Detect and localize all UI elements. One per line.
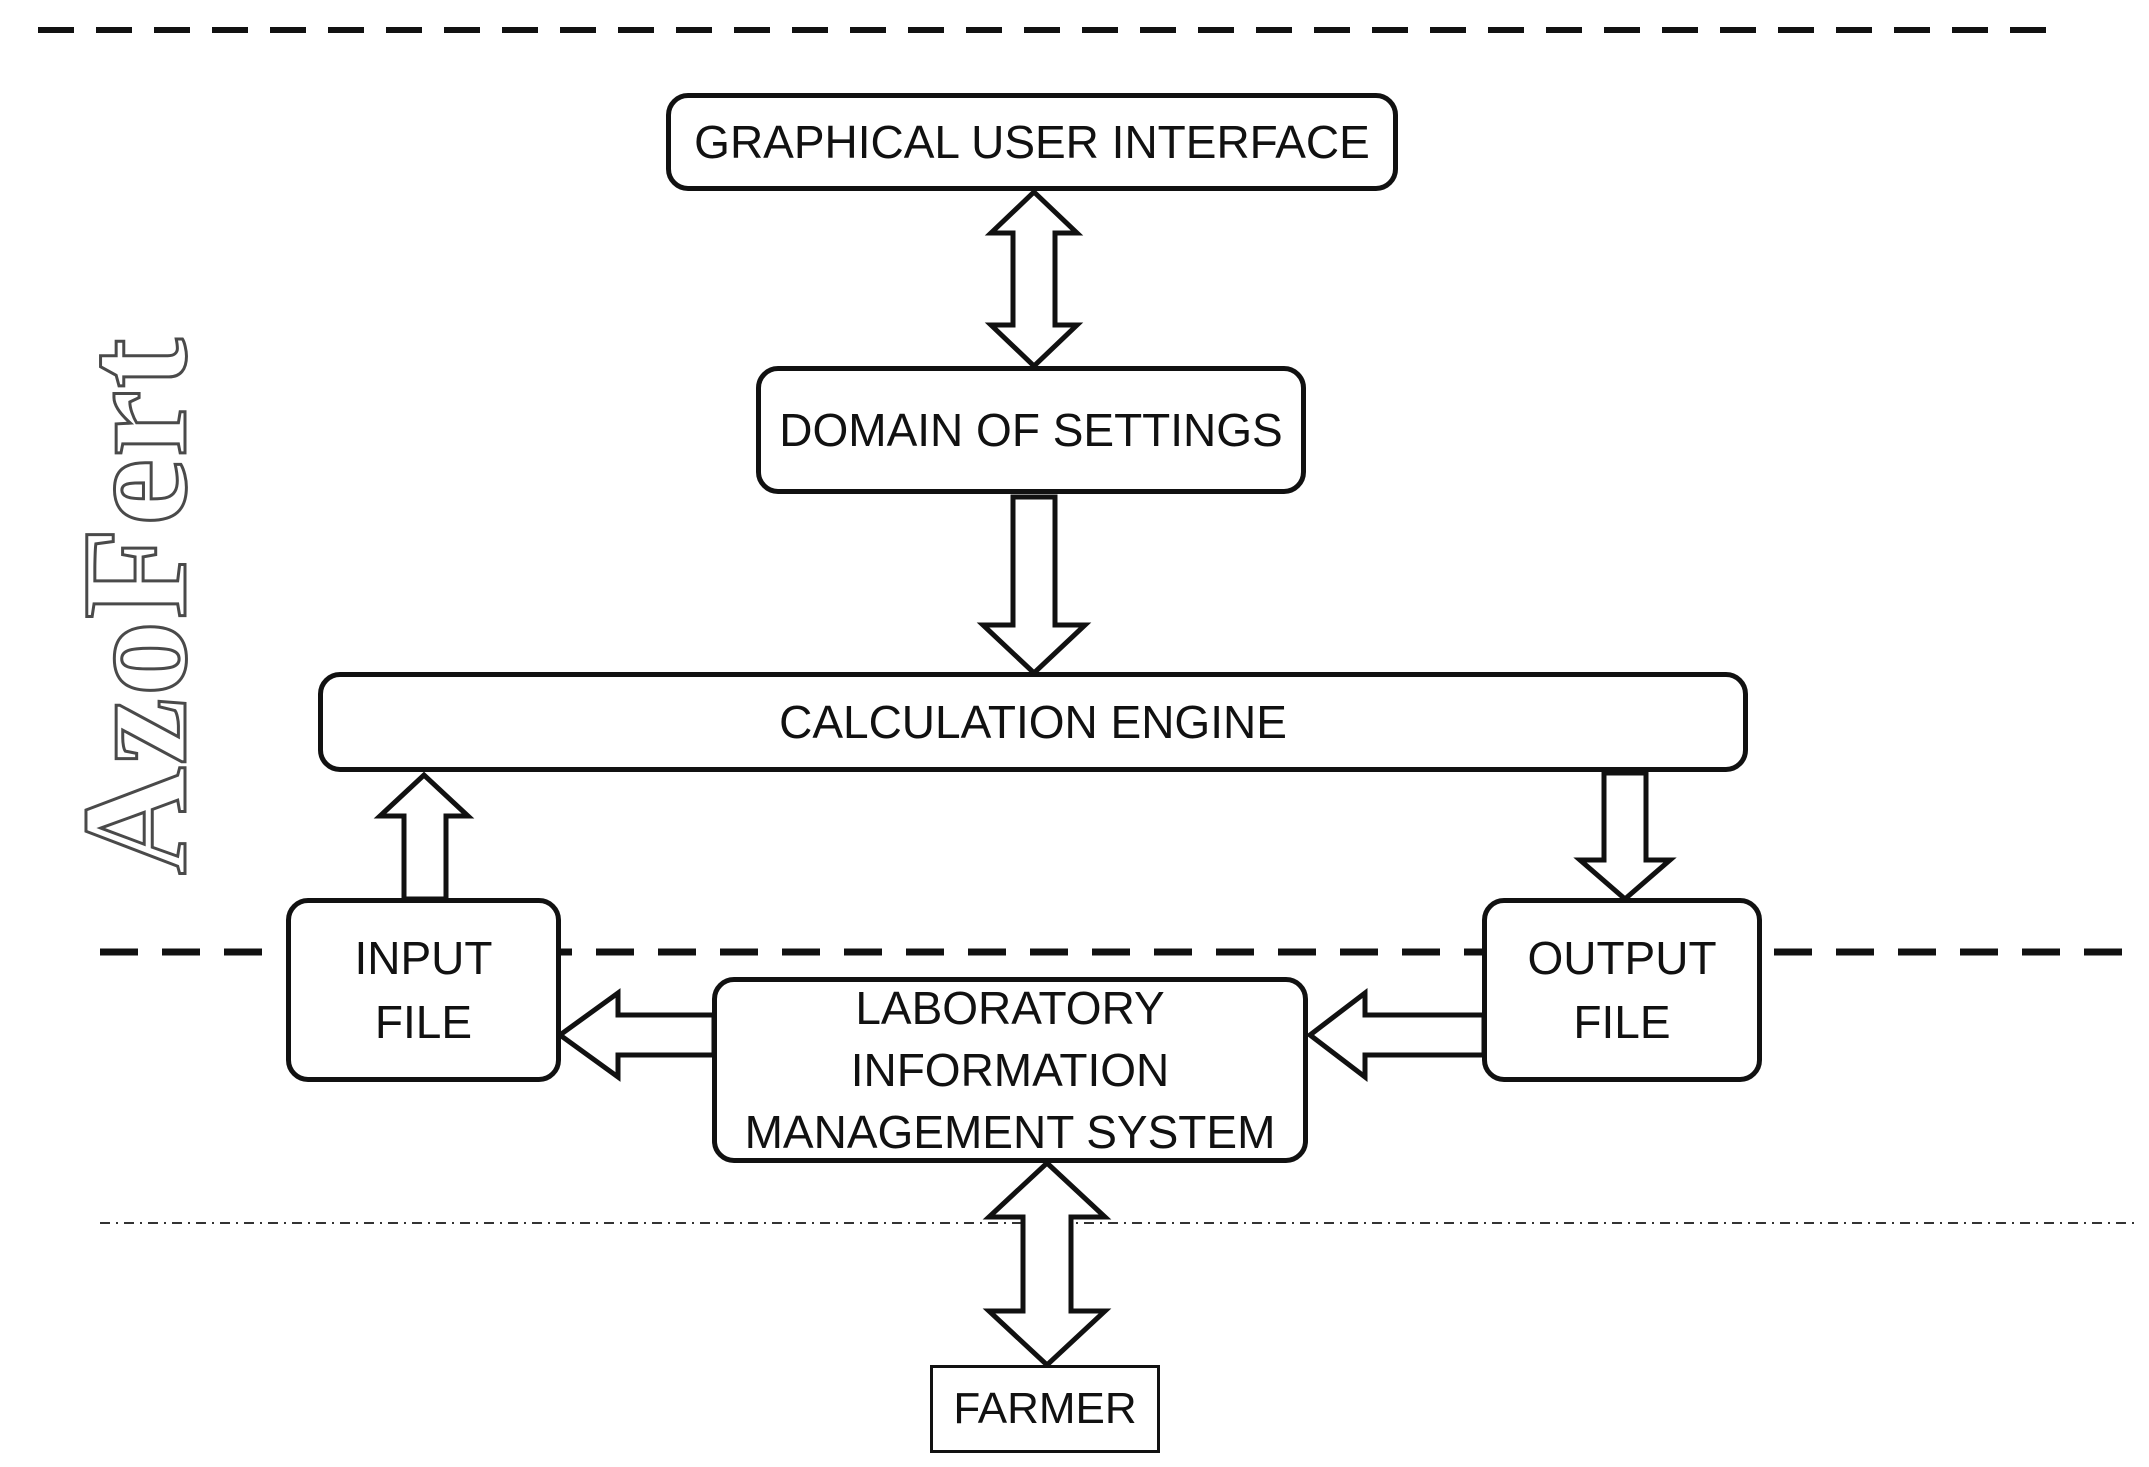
lims-line3: MANAGEMENT SYSTEM (744, 1106, 1276, 1159)
output-file-line1: OUTPUT (1527, 931, 1717, 984)
output-lims-arrow (1305, 987, 1487, 1083)
input-file-line1: INPUT (354, 931, 493, 984)
gui-domain-double-arrow (984, 188, 1084, 370)
domain-of-settings-box: DOMAIN OF SETTINGS (756, 366, 1306, 494)
lims-line2: INFORMATION (850, 1043, 1170, 1096)
lims-box: LABORATORY INFORMATION MANAGEMENT SYSTEM (712, 977, 1308, 1163)
domain-engine-arrow (976, 494, 1092, 677)
input-file-line2: FILE (374, 996, 473, 1048)
azofert-logo: AzoFert (51, 335, 220, 877)
input-engine-arrow (373, 771, 475, 902)
output-file-line2: FILE (1573, 996, 1671, 1048)
lims-input-arrow (555, 988, 717, 1082)
farmer-label: FARMER (953, 1384, 1137, 1434)
engine-output-arrow (1573, 770, 1677, 903)
input-file-box: INPUT FILE (286, 898, 561, 1082)
domain-of-settings-label: DOMAIN OF SETTINGS (779, 403, 1283, 456)
lims-line1: LABORATORY (855, 981, 1165, 1034)
output-file-box: OUTPUT FILE (1482, 898, 1762, 1082)
farmer-box: FARMER (930, 1365, 1160, 1453)
gui-box: GRAPHICAL USER INTERFACE (666, 93, 1398, 191)
calculation-engine-box: CALCULATION ENGINE (318, 672, 1748, 772)
logo-text: AzoFert (52, 336, 218, 875)
lims-farmer-double-arrow (982, 1159, 1112, 1369)
calculation-engine-label: CALCULATION ENGINE (779, 695, 1287, 748)
gui-label: GRAPHICAL USER INTERFACE (694, 115, 1370, 168)
